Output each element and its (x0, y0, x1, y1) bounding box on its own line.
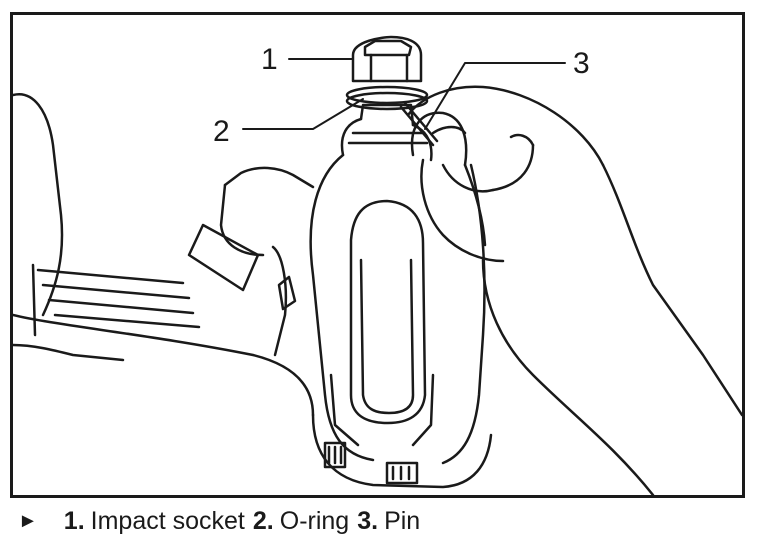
leader-line-2 (242, 98, 364, 130)
leader-line-3 (424, 62, 566, 130)
caption-item-3-number: 3. (357, 506, 379, 535)
callout-1: 1 (261, 43, 278, 76)
impact-socket (351, 35, 423, 83)
o-ring (345, 85, 429, 111)
caption-bullet: ► (18, 509, 38, 532)
caption-item-1-label: Impact socket (90, 506, 245, 535)
callout-3: 3 (573, 47, 590, 80)
figure-frame: 1 2 3 (10, 12, 745, 498)
pin (399, 101, 439, 147)
caption-item-2-label: O-ring (279, 506, 350, 535)
caption-item-3-label: Pin (384, 506, 421, 535)
assembly-illustration: 1 2 3 (13, 35, 742, 495)
leader-lines (242, 58, 566, 130)
anvil-neck (340, 103, 433, 162)
caption-item-2-number: 2. (252, 506, 274, 535)
callout-labels: 1 2 3 (213, 43, 590, 148)
impact-wrench-body (13, 93, 493, 489)
hand (406, 85, 742, 495)
callout-2: 2 (213, 115, 230, 148)
figure-caption: ► 1. Impact socket 2. O-ring 3. Pin (18, 503, 428, 539)
caption-item-1-number: 1. (63, 506, 85, 535)
